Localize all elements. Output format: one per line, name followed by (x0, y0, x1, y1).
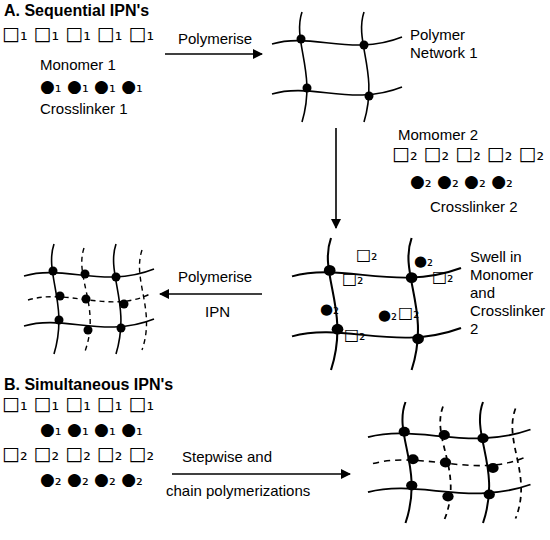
monomer-symbol: □₂ (356, 246, 378, 264)
monomer-symbol: □₂ (398, 304, 420, 322)
species-label: Crosslinker 1 (40, 100, 128, 118)
process-arrow (172, 473, 350, 475)
process-arrow (335, 128, 337, 228)
process-label: Stepwise and (182, 448, 272, 466)
swollen-network (292, 238, 461, 370)
monomer-row: □₂ □₂ □₂ □₂ □₂ (392, 144, 544, 162)
monomer-symbol: □₂ (342, 270, 364, 288)
monomer-symbol: □₂ (432, 268, 454, 286)
network-label: Polymer Network 1 (410, 26, 490, 62)
species-label: Momomer 2 (398, 126, 478, 144)
process-arrow (160, 293, 262, 295)
monomer-row: □₁ □₁ □₁ □₁ □₁ (2, 394, 154, 412)
process-label: Polymerise (178, 268, 252, 286)
crosslinker-symbol: ●₂ (320, 300, 339, 318)
process-label: Swell in Monomer and Crosslinker 2 (470, 248, 550, 338)
crosslinker-row: ●₂ ●₂ ●₂ ●₂ (410, 172, 513, 190)
crosslinker-row: ●₁ ●₁ ●₁ ●₁ (40, 420, 143, 438)
process-label: Polymerise (178, 30, 252, 48)
ipn-network (368, 402, 531, 523)
ipn-network (24, 244, 154, 354)
product-label: IPN (205, 303, 230, 321)
crosslinker-symbol: ●₂ (378, 306, 397, 324)
species-label: Crosslinker 2 (430, 198, 518, 216)
process-arrow (165, 53, 262, 55)
polymer-network (272, 12, 402, 122)
monomer-row: □₂ □₂ □₂ □₂ □₂ (2, 444, 154, 462)
process-label: chain polymerizations (166, 482, 310, 500)
monomer-row: □₁ □₁ □₁ □₁ □₁ (2, 24, 154, 42)
section-heading: B. Simultaneous IPN's (4, 376, 173, 394)
section-heading: A. Sequential IPN's (4, 2, 149, 20)
monomer-symbol: □₂ (344, 326, 366, 344)
crosslinker-row: ●₁ ●₁ ●₁ ●₁ (40, 77, 143, 95)
species-label: Monomer 1 (40, 56, 116, 74)
crosslinker-row: ●₂ ●₂ ●₂ ●₂ (40, 470, 143, 488)
crosslinker-symbol: ●₂ (414, 252, 433, 270)
